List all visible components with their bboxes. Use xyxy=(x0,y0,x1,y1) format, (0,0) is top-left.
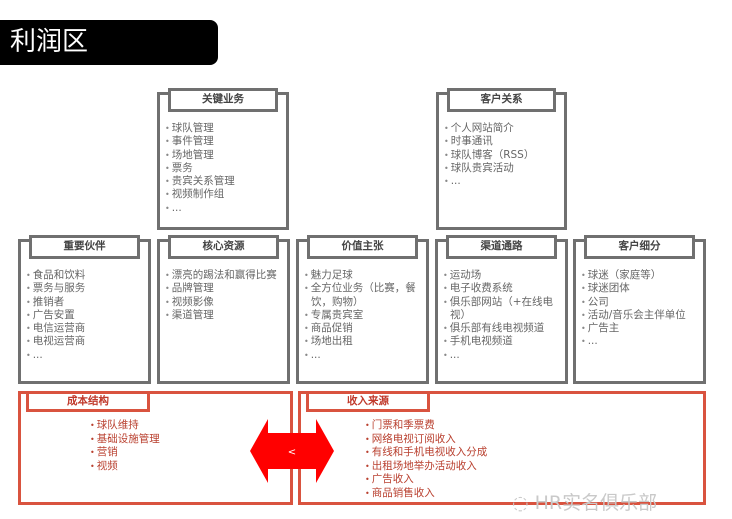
revenue-streams-title: 收入来源 xyxy=(306,391,430,412)
list-item: 球队贵宾活动 xyxy=(444,162,562,175)
key-partners-list: 食品和饮料票务与服务推销者广告安置电信运营商电视运营商... xyxy=(26,269,146,362)
double-arrow-icon: < xyxy=(250,419,334,483)
customer-relationships-list: 个人网站简介时事通讯球队博客（RSS）球队贵宾活动... xyxy=(444,122,562,188)
list-item: 营销 xyxy=(90,446,160,460)
list-item: 球队维持 xyxy=(90,419,160,433)
list-item: 公司 xyxy=(581,296,701,309)
revenue-streams-list: 门票和季票费网络电视订阅收入有线和手机电视收入分成出租场地举办活动收入广告收入商… xyxy=(365,419,488,501)
cost-structure-list: 球队维持基础设施管理营销视频 xyxy=(90,419,160,473)
list-item: 视频制作组 xyxy=(165,188,284,201)
list-item: 电信运营商 xyxy=(26,322,146,335)
cost-structure-box: 成本结构 球队维持基础设施管理营销视频 xyxy=(18,391,293,505)
channels-list: 运动场电子收费系统俱乐部网站（+在线电视）俱乐部有线电视频道手机电视频道... xyxy=(443,269,563,362)
customer-relationships-box: 客户关系个人网站简介时事通讯球队博客（RSS）球队贵宾活动... xyxy=(436,88,567,230)
list-item: 商品销售收入 xyxy=(365,487,487,501)
list-item: 贵宾关系管理 xyxy=(165,175,284,188)
list-item: ... xyxy=(165,202,284,215)
wechat-icon: ◌ xyxy=(512,492,535,514)
list-item: 场地出租 xyxy=(304,335,424,348)
list-item: 广告收入 xyxy=(365,473,487,487)
list-item: 出租场地举办活动收入 xyxy=(365,460,487,474)
key-activities-title: 关键业务 xyxy=(168,88,278,112)
value-propositions-box: 价值主张魅力足球全方位业务（比赛，餐饮，购物）专属贵宾室商品促销场地出租... xyxy=(296,235,429,384)
list-item: 个人网站简介 xyxy=(444,122,562,135)
key-resources-title: 核心资源 xyxy=(168,235,279,259)
list-item: 漂亮的踢法和赢得比赛 xyxy=(165,269,285,282)
list-item: 时事通讯 xyxy=(444,135,562,148)
cost-structure-title: 成本结构 xyxy=(26,391,150,412)
key-activities-box: 关键业务球队管理事件管理场地管理票务贵宾关系管理视频制作组... xyxy=(157,88,289,230)
list-item: 事件管理 xyxy=(165,135,284,148)
list-item: 广告主 xyxy=(581,322,701,335)
value-propositions-list: 魅力足球全方位业务（比赛，餐饮，购物）专属贵宾室商品促销场地出租... xyxy=(304,269,424,362)
list-item: 食品和饮料 xyxy=(26,269,146,282)
page-title: 利润区 xyxy=(0,20,218,65)
list-item: 俱乐部网站（+在线电视） xyxy=(443,296,563,323)
list-item: 票务 xyxy=(165,162,284,175)
list-item: 推销者 xyxy=(26,296,146,309)
list-item: 魅力足球 xyxy=(304,269,424,282)
customer-segments-box: 客户细分球迷（家庭等）球迷团体公司活动/音乐会主伴单位广告主... xyxy=(573,235,706,384)
list-item: ... xyxy=(443,349,563,362)
key-partners-title: 重要伙伴 xyxy=(29,235,140,259)
list-item: ... xyxy=(304,349,424,362)
list-item: 视频 xyxy=(90,460,160,474)
list-item: 电视运营商 xyxy=(26,335,146,348)
key-resources-box: 核心资源漂亮的踢法和赢得比赛品牌管理视频影像渠道管理 xyxy=(157,235,290,384)
watermark: ◌ HR实名俱乐部 xyxy=(512,492,658,514)
list-item: 票务与服务 xyxy=(26,282,146,295)
list-item: 球队博客（RSS） xyxy=(444,149,562,162)
customer-segments-list: 球迷（家庭等）球迷团体公司活动/音乐会主伴单位广告主... xyxy=(581,269,701,349)
list-item: 手机电视频道 xyxy=(443,335,563,348)
list-item: 广告安置 xyxy=(26,309,146,322)
customer-relationships-title: 客户关系 xyxy=(447,88,556,112)
list-item: 场地管理 xyxy=(165,149,284,162)
list-item: 俱乐部有线电视频道 xyxy=(443,322,563,335)
value-propositions-title: 价值主张 xyxy=(307,235,418,259)
list-item: 门票和季票费 xyxy=(365,419,487,433)
list-item: 球队管理 xyxy=(165,122,284,135)
list-item: 渠道管理 xyxy=(165,309,285,322)
key-activities-list: 球队管理事件管理场地管理票务贵宾关系管理视频制作组... xyxy=(165,122,284,215)
channels-title: 渠道通路 xyxy=(446,235,557,259)
list-item: 视频影像 xyxy=(165,296,285,309)
channels-box: 渠道通路运动场电子收费系统俱乐部网站（+在线电视）俱乐部有线电视频道手机电视频道… xyxy=(435,235,568,384)
list-item: 基础设施管理 xyxy=(90,433,160,447)
list-item: 球迷团体 xyxy=(581,282,701,295)
list-item: ... xyxy=(444,175,562,188)
list-item: ... xyxy=(581,335,701,348)
list-item: ... xyxy=(26,349,146,362)
list-item: 专属贵宾室 xyxy=(304,309,424,322)
list-item: 品牌管理 xyxy=(165,282,285,295)
list-item: 活动/音乐会主伴单位 xyxy=(581,309,701,322)
list-item: 网络电视订阅收入 xyxy=(365,433,487,447)
list-item: 商品促销 xyxy=(304,322,424,335)
list-item: 电子收费系统 xyxy=(443,282,563,295)
list-item: 全方位业务（比赛，餐饮，购物） xyxy=(304,282,424,309)
list-item: 球迷（家庭等） xyxy=(581,269,701,282)
customer-segments-title: 客户细分 xyxy=(584,235,695,259)
list-item: 运动场 xyxy=(443,269,563,282)
key-partners-box: 重要伙伴食品和饮料票务与服务推销者广告安置电信运营商电视运营商... xyxy=(18,235,151,384)
list-item: 有线和手机电视收入分成 xyxy=(365,446,488,460)
key-resources-list: 漂亮的踢法和赢得比赛品牌管理视频影像渠道管理 xyxy=(165,269,285,322)
arrow-label: < xyxy=(288,447,296,458)
